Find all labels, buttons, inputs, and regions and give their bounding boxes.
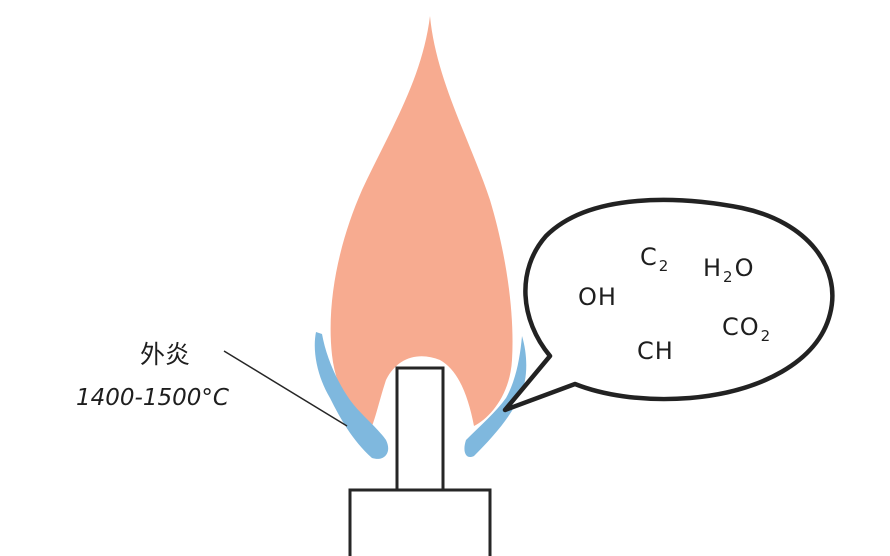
burner-tube [395,366,445,494]
speech-bubble [502,197,835,413]
burner-base [348,488,492,556]
species-c2: C2 [640,243,670,275]
species-oh: OH [578,283,617,311]
species-ch: CH [637,337,674,365]
species-co2: CO2 [722,313,772,345]
label-leader-line [223,350,348,427]
outer-flame-temperature: 1400-1500°C [76,385,229,411]
species-h2o: H2O [703,254,755,286]
inner-flame-right [464,336,527,458]
inner-flame-left [314,332,389,459]
outer-flame-name: 外炎 [140,340,191,369]
outer-flame [330,16,513,426]
